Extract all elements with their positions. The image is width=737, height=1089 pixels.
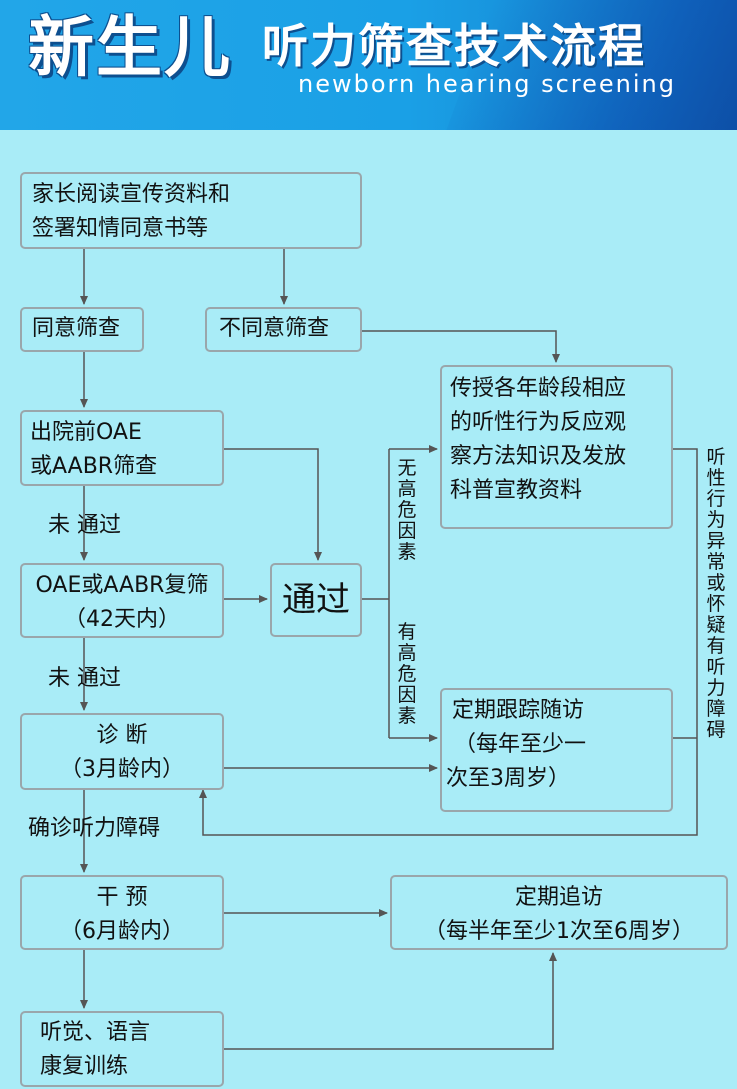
regular-visit-line-1: 定期追访 [514,885,603,910]
intervention-line-2: （6月龄内） [60,919,184,944]
rehab-line-2: 康复训练 [40,1054,129,1079]
first-screen-box: 出院前OAE 或AABR筛查 [20,410,224,486]
title-main: 新生儿 [28,9,232,86]
title-english: newborn hearing screening [298,70,676,98]
followup-box: 定期跟踪随访 （每年至少一 次至3周岁） [440,688,673,812]
rehab-box: 听觉、语言 康复训练 [20,1011,224,1087]
no-risk-label: 无高危因素 [397,457,417,563]
followup-line-1: 定期跟踪随访 [452,698,585,723]
diagnosis-line-2: （3月龄内） [60,757,184,782]
rescreen-box: OAE或AABR复筛 （42天内） [20,563,224,638]
followup-line-3: 次至3周岁） [446,766,570,791]
rehab-line-1: 听觉、语言 [40,1020,151,1045]
consent-line-2: 签署知情同意书等 [32,216,209,241]
has-risk-label: 有高危因素 [397,621,417,727]
regular-visit-line-2: （每半年至少1次至6周岁） [424,919,694,944]
intervention-line-1: 干 预 [96,885,148,910]
first-screen-line-2: 或AABR筛查 [30,454,158,479]
title-rest: 听力筛查技术流程 [262,19,646,73]
fail-label-1: 未 通过 [48,513,121,538]
arrow-disagree-education [362,330,560,363]
header-banner: 新生儿 听力筛查技术流程 newborn hearing screening [0,0,737,130]
education-line-2: 的听性行为反应观 [450,410,627,435]
education-line-1: 传授各年龄段相应 [450,376,627,401]
pass-label: 通过 [282,580,350,620]
education-line-3: 察方法知识及发放 [450,444,627,469]
abnormal-label: 听性行为异常或怀疑有听力障碍 [706,446,726,741]
rescreen-line-1: OAE或AABR复筛 [35,573,209,598]
rescreen-line-2: （42天内） [64,607,180,632]
pass-box: 通过 [270,563,362,637]
disagree-box: 不同意筛查 [205,307,362,352]
fail-label-2: 未 通过 [48,666,121,691]
agree-label: 同意筛查 [32,316,121,341]
regular-visit-box: 定期追访 （每半年至少1次至6周岁） [390,875,728,950]
followup-line-2: （每年至少一 [454,732,587,757]
consent-box: 家长阅读宣传资料和 签署知情同意书等 [20,172,362,249]
arrow-rehab-visit [224,952,557,1050]
confirmed-label: 确诊听力障碍 [28,816,161,841]
education-line-4: 科普宣教资料 [450,478,583,503]
first-screen-line-1: 出院前OAE [30,420,142,445]
intervention-box: 干 预 （6月龄内） [20,875,224,950]
diagnosis-box: 诊 断 （3月龄内） [20,713,224,790]
agree-box: 同意筛查 [20,307,144,352]
consent-line-1: 家长阅读宣传资料和 [32,182,231,207]
disagree-label: 不同意筛查 [219,316,330,341]
arrow-firstscreen-pass [224,448,322,561]
diagnosis-line-1: 诊 断 [96,723,148,748]
education-box: 传授各年龄段相应 的听性行为反应观 察方法知识及发放 科普宣教资料 [440,365,673,529]
line-education-abnormal [199,448,698,836]
